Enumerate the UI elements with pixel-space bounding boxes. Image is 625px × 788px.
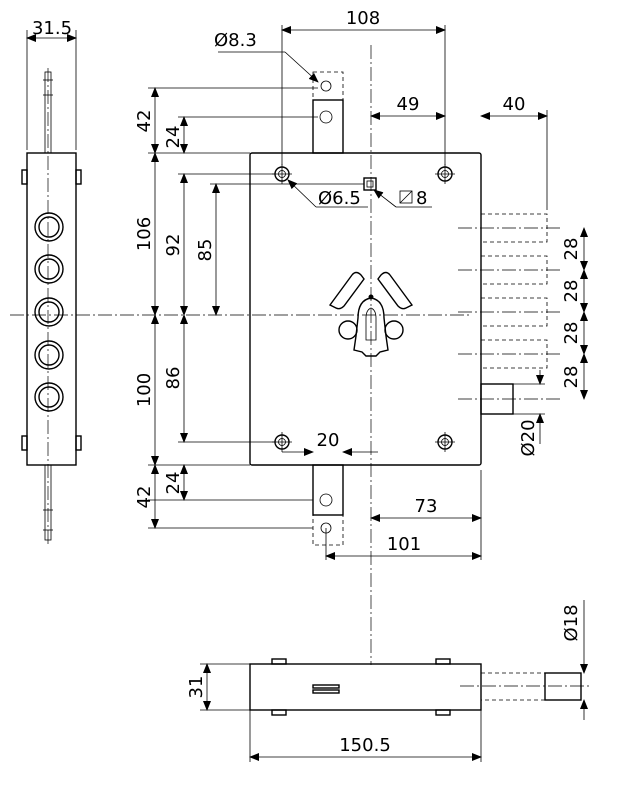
dim-73: 73 [415,496,438,517]
square-spindle [363,177,377,191]
bottom-view-body [249,663,482,711]
keyhole-mechanism [328,271,414,357]
dim-150-5: 150.5 [339,735,391,756]
dim-101: 101 [387,534,421,555]
dim-bot-42: 42 [134,486,155,509]
dim-108: 108 [346,8,380,29]
dim-bottom-31: 31 [186,676,207,699]
top-rod [312,99,344,154]
dim-pitch-2: 28 [561,280,582,303]
bolts [458,213,560,415]
mounting-holes [272,164,455,452]
dim-100: 100 [134,373,155,407]
front-view: 108 Ø8.3 49 40 42 24 106 92 85 100 86 [134,8,588,665]
lock-plate [249,152,482,466]
dim-top-42: 42 [134,110,155,133]
dim-86: 86 [163,367,184,390]
side-bolt-circles [34,212,64,412]
dim-106: 106 [134,217,155,251]
dim-hole-mount-dia: Ø6.5 [318,188,361,209]
dim-pitch-4: 28 [561,366,582,389]
dim-bolt-dia-18: Ø18 [561,604,582,641]
dim-pitch-3: 28 [561,322,582,345]
dim-40: 40 [503,94,526,115]
dim-side-width: 31.5 [32,18,72,39]
side-view: 31.5 [21,18,82,545]
side-view-body [26,152,77,466]
dim-square-8: 8 [416,188,427,209]
dim-bolt-dia-20: Ø20 [518,419,539,456]
dim-49: 49 [397,94,420,115]
dim-85: 85 [195,239,216,262]
dim-hole-top-dia: Ø8.3 [214,30,257,51]
dim-20: 20 [317,430,340,451]
bottom-rod [312,464,344,516]
dim-pitch-1: 28 [561,238,582,261]
dim-92: 92 [163,234,184,257]
dim-bot-24: 24 [163,472,184,495]
dim-top-24: 24 [163,126,184,149]
bottom-view: Ø18 31 150.5 [186,600,590,762]
